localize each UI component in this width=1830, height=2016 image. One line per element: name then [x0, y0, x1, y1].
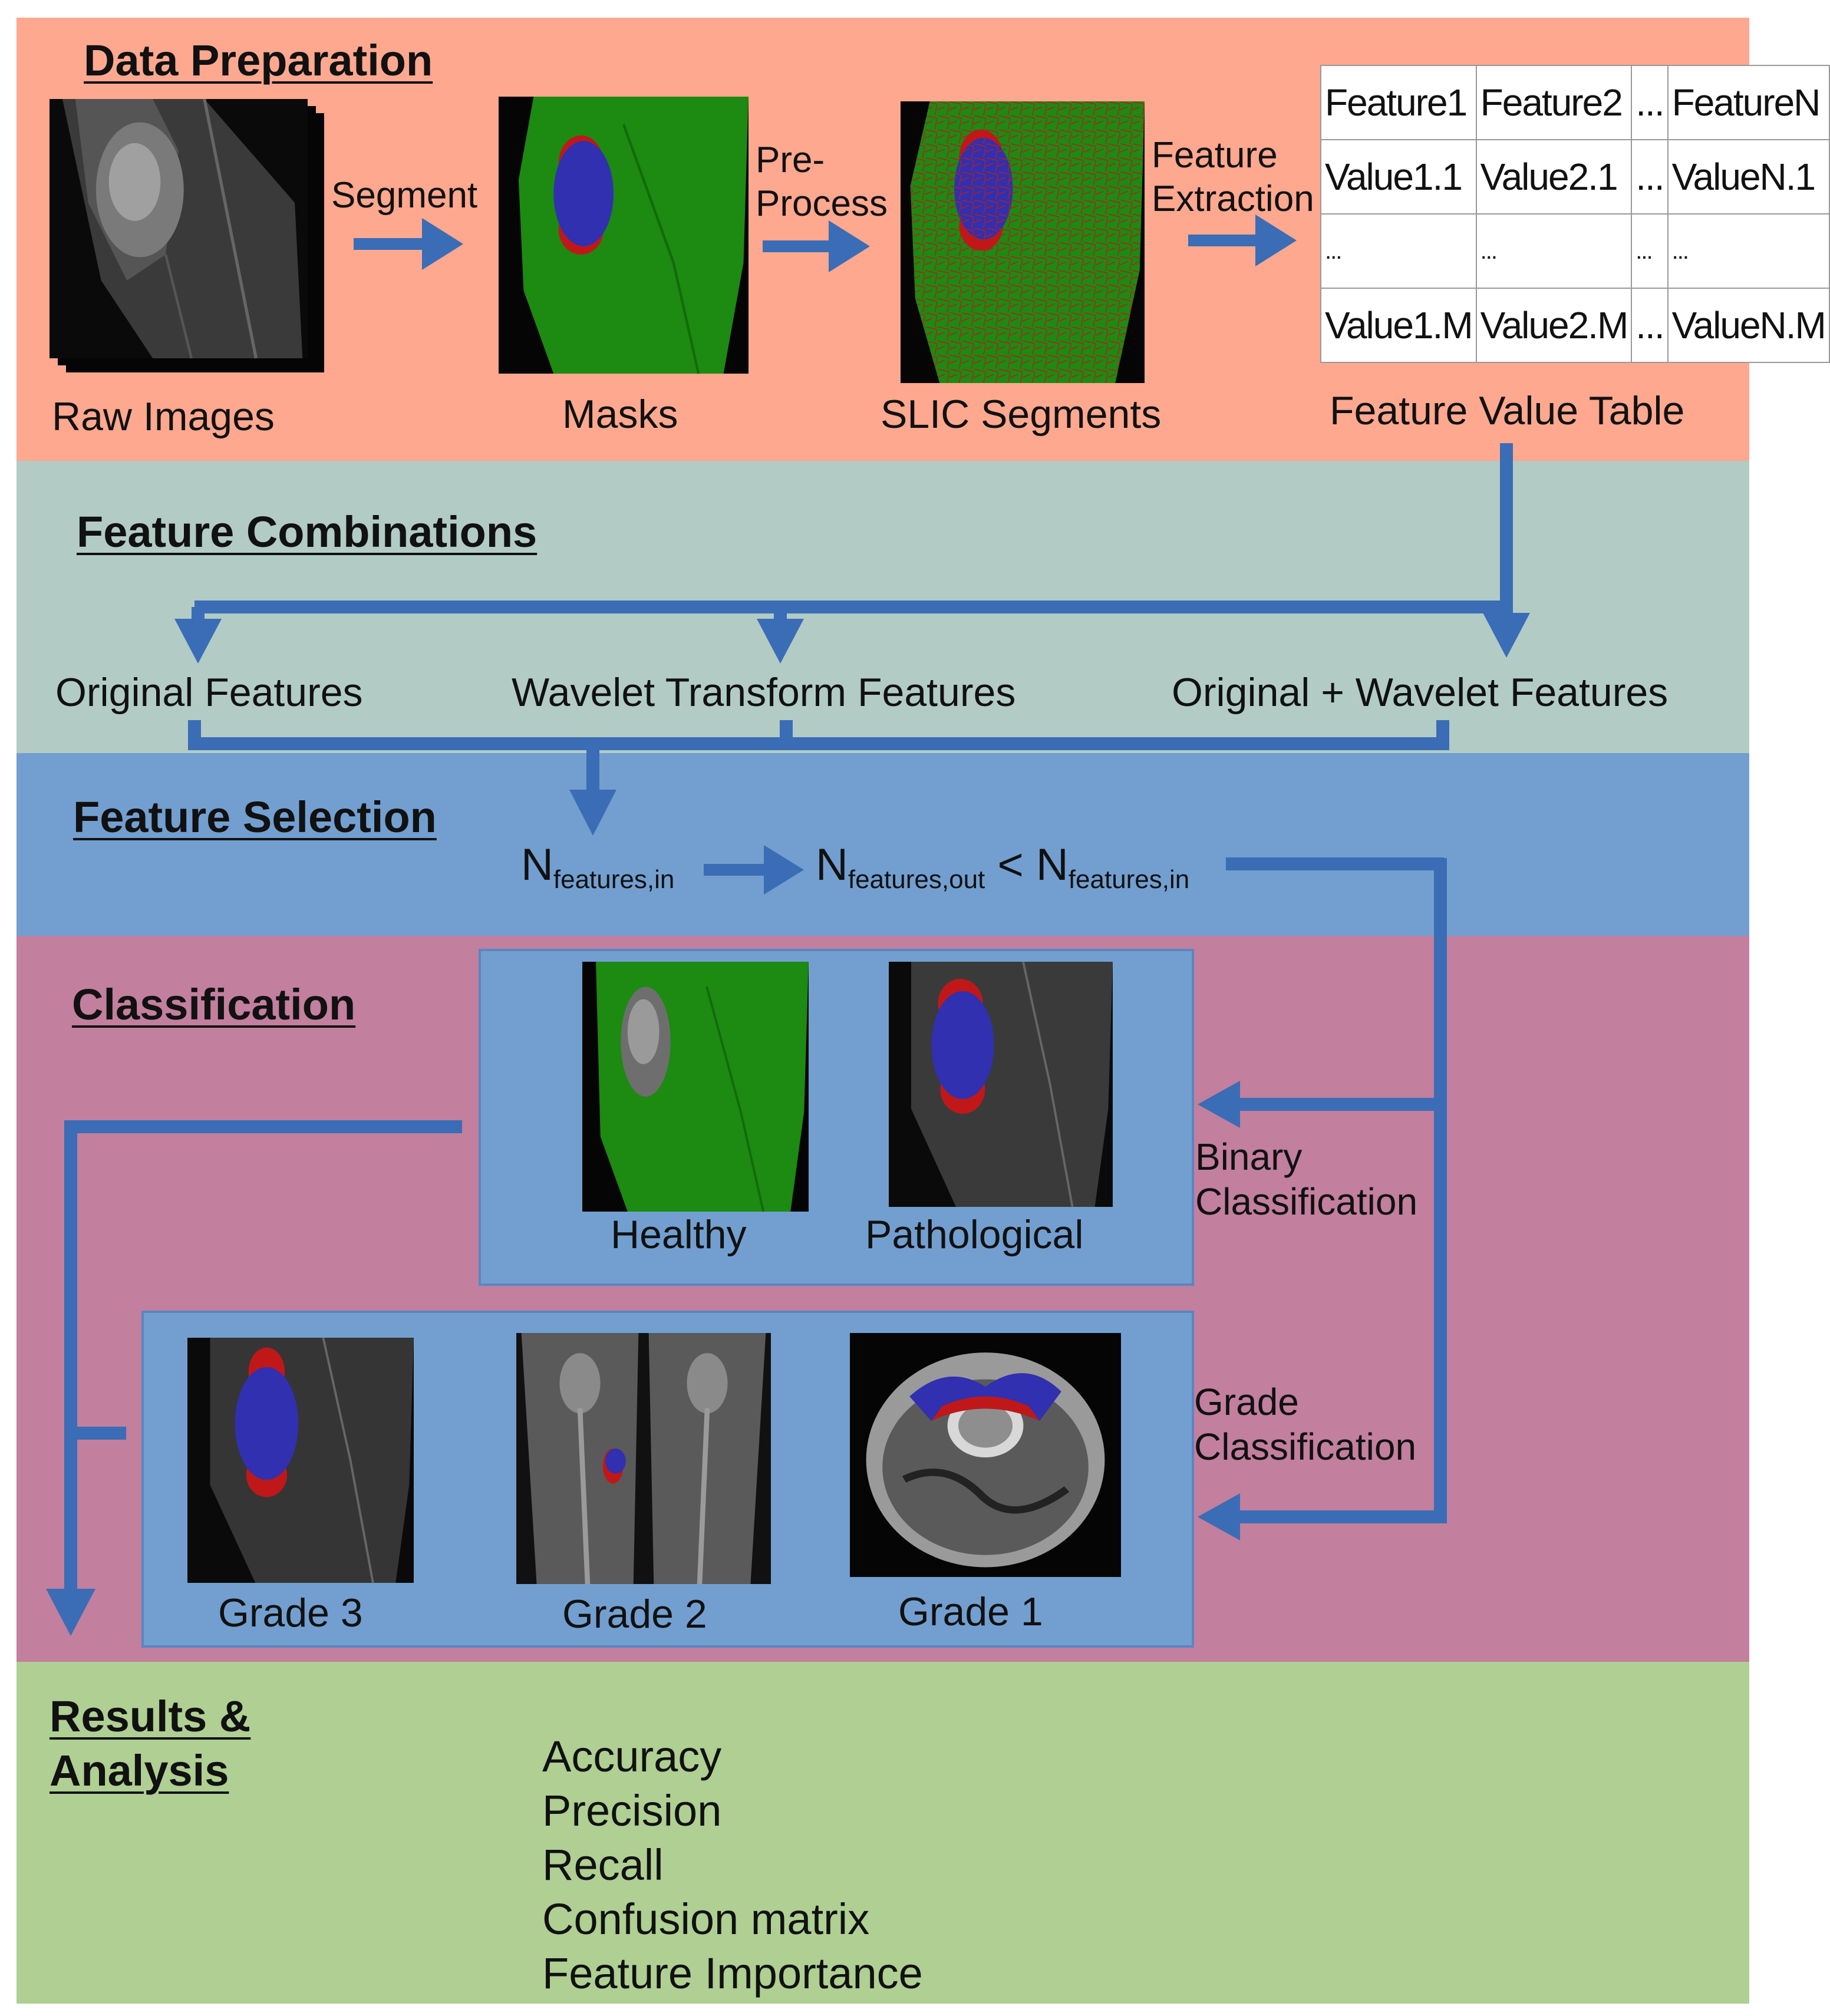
grade2-image: [516, 1333, 771, 1585]
table-row: Feature1 Feature2 ... FeatureN: [1320, 65, 1830, 140]
table-cell: Value2.M: [1475, 288, 1633, 363]
slic-segments-image: [901, 101, 1145, 383]
grade-arrow-head: [1198, 1493, 1240, 1540]
subscript-out: features,out: [848, 865, 985, 894]
wavelet-features-label: Wavelet Transform Features: [512, 670, 1016, 715]
table-cell: ValueN.M: [1667, 288, 1830, 363]
preprocess-arrow-head: [829, 220, 870, 272]
n-symbol: N: [816, 840, 848, 890]
arrow-group: [46, 215, 1530, 1636]
metric-confusion-matrix: Confusion matrix: [542, 1895, 870, 1944]
grade1-image: [850, 1333, 1121, 1577]
segment-label: Segment: [331, 175, 478, 216]
table-cell: Value1.M: [1320, 288, 1477, 363]
table-cell: FeatureN: [1667, 65, 1830, 140]
table-row: Value1.1 Value2.1 ... ValueN.1: [1320, 139, 1830, 215]
healthy-label: Healthy: [611, 1212, 747, 1257]
subscript-in: features,in: [1068, 865, 1190, 894]
n-features-out-expression: Nfeatures,out < Nfeatures,in: [816, 839, 1189, 895]
subscript-in: features,in: [553, 865, 675, 894]
table-cell: Feature2: [1475, 65, 1633, 140]
selection-arrow-head-right: [764, 845, 804, 895]
feature-combinations-heading: Feature Combinations: [77, 507, 538, 556]
data-preparation-heading: Data Preparation: [84, 36, 433, 85]
metric-accuracy: Accuracy: [542, 1732, 722, 1781]
grade-classification-label-line2: Classification: [1194, 1426, 1417, 1468]
original-features-label: Original Features: [55, 670, 363, 715]
binary-classification-label-line1: Binary: [1195, 1136, 1303, 1178]
binary-classification-label-line2: Classification: [1195, 1180, 1418, 1223]
grade3-image: [187, 1337, 414, 1583]
table-cell: ...: [1631, 288, 1669, 363]
grade1-label: Grade 1: [898, 1589, 1043, 1634]
grade-classification-label-line1: Grade: [1194, 1381, 1299, 1423]
table-cell: Value2.1: [1475, 139, 1633, 215]
segment-arrow-head: [422, 218, 463, 270]
table-cell: ...: [1631, 139, 1669, 215]
masks-label: Masks: [562, 392, 678, 437]
feature-value-table-label: Feature Value Table: [1330, 388, 1685, 433]
metric-feature-importance: Feature Importance: [542, 1949, 923, 1998]
slic-segments-label: SLIC Segments: [881, 392, 1162, 437]
table-cell: Feature1: [1320, 65, 1477, 140]
less-than-symbol: <: [997, 840, 1024, 890]
n-features-in-label: Nfeatures,in: [521, 839, 674, 895]
table-cell: ValueN.1: [1667, 139, 1830, 215]
pathological-label: Pathological: [865, 1212, 1084, 1257]
raw-images-label: Raw Images: [52, 394, 275, 439]
preprocess-label-line2: Process: [756, 183, 888, 224]
table-cell: ...: [1320, 213, 1477, 289]
feature-selection-heading: Feature Selection: [73, 793, 437, 842]
results-heading-line2: Analysis: [50, 1746, 229, 1795]
feature-extraction-label-line2: Extraction: [1152, 179, 1314, 219]
table-row: ... ... ... ...: [1320, 213, 1830, 289]
original-features-arrow-head: [174, 619, 222, 664]
results-band: [17, 1662, 1749, 2004]
original-wavelet-features-label: Original + Wavelet Features: [1172, 670, 1669, 715]
extraction-arrow-head: [1255, 215, 1297, 266]
binary-arrow-head: [1198, 1081, 1240, 1128]
wavelet-features-arrow-head: [757, 619, 804, 664]
masks-image: [499, 97, 749, 374]
raw-mri-image: [50, 98, 308, 359]
grade3-label: Grade 3: [218, 1591, 363, 1635]
table-cell: ...: [1631, 65, 1669, 140]
pathological-image: [889, 961, 1113, 1207]
results-arrow-head: [46, 1589, 95, 1636]
n-symbol: N: [521, 840, 553, 890]
metric-precision: Precision: [542, 1786, 722, 1835]
table-cell: ...: [1631, 213, 1669, 289]
metric-recall: Recall: [542, 1840, 664, 1889]
table-cell: ...: [1475, 213, 1633, 289]
table-cell: ...: [1667, 213, 1830, 289]
preprocess-label-line1: Pre-: [756, 140, 825, 180]
grade2-label: Grade 2: [562, 1592, 707, 1636]
selection-arrow-head: [569, 790, 616, 836]
feature-extraction-label-line1: Feature: [1152, 135, 1278, 176]
both-features-arrow-head: [1483, 613, 1530, 658]
table-row: Value1.M Value2.M ... ValueN.M: [1320, 288, 1830, 363]
feature-selection-band: [17, 753, 1749, 936]
n-symbol: N: [1036, 840, 1069, 890]
healthy-image: [582, 962, 809, 1212]
feature-value-table: Feature1 Feature2 ... FeatureN Value1.1 …: [1320, 65, 1830, 363]
results-heading-line1: Results &: [50, 1692, 251, 1741]
flow-arrows: [46, 215, 1530, 1636]
table-cell: Value1.1: [1320, 139, 1477, 215]
classification-heading: Classification: [72, 980, 356, 1029]
